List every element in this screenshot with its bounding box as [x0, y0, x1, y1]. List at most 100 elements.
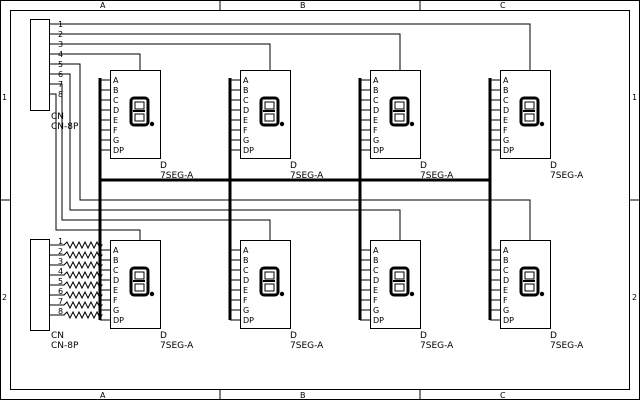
display-pin-label: D [113, 276, 119, 285]
display-pin-label: DP [503, 146, 514, 155]
display-pin-label: F [243, 296, 248, 305]
connector-bottom-pin-number: 8 [58, 307, 63, 316]
display-digit-glyph [389, 266, 415, 297]
connector-top-pin-number: 4 [58, 50, 63, 59]
display-pin-label: B [373, 256, 379, 265]
display-value: 7SEG-A [290, 171, 324, 181]
zone-row-left-2: 2 [2, 293, 7, 302]
digit-lower-window [134, 283, 145, 292]
display-value: 7SEG-A [420, 171, 454, 181]
display-ref: D [290, 331, 297, 341]
digit-upper-window [134, 271, 145, 280]
display-pin-label: C [373, 96, 379, 105]
digit-outline [129, 96, 150, 127]
zone-col-top-c: C [500, 1, 506, 10]
connector-top-value: CN-8P [51, 122, 79, 132]
digit-lower-window [394, 113, 405, 122]
zone-row-right-1: 1 [632, 93, 637, 102]
display-pin-label: A [113, 246, 119, 255]
display-body [500, 240, 551, 329]
display-pin-label: C [113, 96, 119, 105]
digit-upper-window [264, 101, 275, 110]
display-pin-label: DP [373, 146, 384, 155]
display-pin-label: DP [113, 316, 124, 325]
display-ref: D [290, 161, 297, 171]
display-pin-label: G [373, 136, 379, 145]
display-pin-label: F [503, 126, 508, 135]
display-digit-glyph [259, 266, 285, 297]
digit-decimal-point [149, 291, 155, 297]
display-value: 7SEG-A [420, 341, 454, 351]
display-pin-label: DP [503, 316, 514, 325]
display-pin-label: D [373, 276, 379, 285]
display-pin-label: DP [243, 146, 254, 155]
display-value: 7SEG-A [550, 341, 584, 351]
digit-decimal-point [279, 291, 285, 297]
digit-upper-window [524, 101, 535, 110]
display-pin-label: E [503, 116, 508, 125]
connector-top-pin-number: 3 [58, 40, 63, 49]
zone-row-right-2: 2 [632, 293, 637, 302]
resistor-pack-element [50, 270, 103, 280]
digit-decimal-point [539, 121, 545, 127]
display-pin-label: DP [243, 316, 254, 325]
connector-bottom-ref: CN [51, 331, 64, 341]
display-digit-glyph [389, 96, 415, 127]
digit-outline [129, 266, 150, 297]
display-pin-label: DP [373, 316, 384, 325]
display-pin-label: B [243, 86, 249, 95]
display-pin-label: D [373, 106, 379, 115]
display-pin-label: A [113, 76, 119, 85]
digit-outline [519, 266, 540, 297]
display-pin-label: A [243, 246, 249, 255]
display-pin-label: A [373, 246, 379, 255]
display-value: 7SEG-A [550, 171, 584, 181]
display-pin-label: A [373, 76, 379, 85]
display-pin-label: G [503, 306, 509, 315]
digit-outline [389, 96, 410, 127]
display-pin-label: D [243, 276, 249, 285]
display-pin-label: E [243, 116, 248, 125]
digit-lower-window [394, 283, 405, 292]
display-pin-label: D [243, 106, 249, 115]
zone-col-bottom-b: B [300, 391, 306, 400]
display-value: 7SEG-A [160, 171, 194, 181]
connector-top-ref: CN [51, 112, 64, 122]
connector-bottom-pin-number: 1 [58, 237, 63, 246]
display-ref: D [420, 331, 427, 341]
connector-bottom-pin-number: 3 [58, 257, 63, 266]
display-pin-label: G [113, 306, 119, 315]
display-ref: D [420, 161, 427, 171]
resistor-pack-element [50, 280, 103, 290]
display-pin-label: G [503, 136, 509, 145]
digit-upper-window [394, 271, 405, 280]
display-pin-label: E [373, 116, 378, 125]
digit-outline [259, 266, 280, 297]
zone-col-bottom-a: A [100, 391, 106, 400]
display-pin-label: G [243, 306, 249, 315]
connector-top-pin-number: 8 [58, 90, 63, 99]
display-pin-label: F [113, 126, 118, 135]
display-pin-label: A [243, 76, 249, 85]
display-ref: D [160, 161, 167, 171]
display-digit-glyph [259, 96, 285, 127]
display-value: 7SEG-A [160, 341, 194, 351]
zone-col-top-a: A [100, 1, 106, 10]
connector-top-pin-number: 7 [58, 80, 63, 89]
net-pin2 [50, 33, 401, 70]
display-digit-glyph [129, 96, 155, 127]
sheet-inner-border [10, 10, 630, 390]
connector-top-pin-number: 6 [58, 70, 63, 79]
digit-upper-window [394, 101, 405, 110]
zone-col-bottom-c: C [500, 391, 506, 400]
digit-lower-window [134, 113, 145, 122]
resistor-pack-element [50, 310, 103, 320]
display-pin-label: B [373, 86, 379, 95]
digit-outline [389, 266, 410, 297]
connector-bottom-body [30, 239, 50, 331]
display-pin-label: C [373, 266, 379, 275]
